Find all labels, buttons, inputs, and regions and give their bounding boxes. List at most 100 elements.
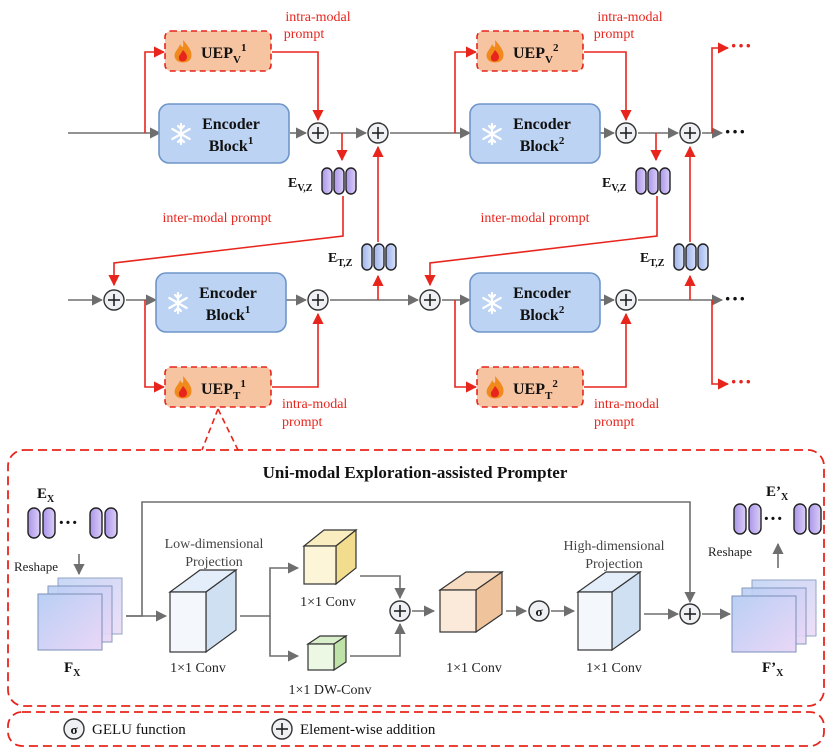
- sigma-glyph: σ: [70, 722, 77, 737]
- sigma-glyph: σ: [535, 604, 542, 619]
- add-icon: [679, 603, 701, 625]
- conv-label: 1×1 Conv: [170, 661, 226, 676]
- uep-t1-box: UEPT1: [164, 366, 272, 408]
- token-sub: T,Z: [649, 258, 664, 269]
- legend-gelu-label: GELU function: [92, 722, 186, 738]
- fx-out-feature-map: [731, 579, 817, 653]
- token-label: E: [602, 176, 611, 191]
- uep-label: UEP: [201, 381, 233, 398]
- svg-text:Block1: Block1: [206, 304, 251, 324]
- add-icon: [367, 122, 389, 144]
- uep-label: UEP: [513, 381, 545, 398]
- fx-feature-map: [37, 577, 123, 651]
- token-label: E: [288, 176, 297, 191]
- intra-modal-label: prompt: [284, 27, 325, 42]
- red-ellipsis: ···: [730, 369, 752, 394]
- svg-text:UEPT1: UEPT1: [201, 378, 246, 402]
- svg-text:Encoder: Encoder: [513, 285, 571, 302]
- svg-text:UEPV1: UEPV1: [201, 42, 246, 66]
- legend-add: Element-wise addition: [271, 718, 436, 740]
- encoder-label: Block: [206, 307, 245, 324]
- token-ellipsis: ···: [763, 508, 783, 530]
- legend-add-label: Element-wise addition: [300, 722, 436, 738]
- gelu-icon: [63, 718, 85, 740]
- inter-modal-label: inter-modal prompt: [163, 211, 272, 226]
- svg-text:F’X: F’X: [762, 660, 784, 679]
- svg-text:Encoder: Encoder: [513, 116, 571, 133]
- token-ellipsis: ···: [58, 512, 78, 534]
- add-icon: [615, 289, 637, 311]
- visual-branch: Encoder Block1 Encoder Block2 UEPV1 UEPV…: [68, 10, 752, 164]
- uep-sub: T: [233, 390, 241, 402]
- svg-text:ET,Z: ET,Z: [328, 251, 353, 269]
- ex-sub: X: [47, 494, 55, 505]
- add-icon: [389, 600, 411, 622]
- gelu-icon: σ: [528, 600, 550, 622]
- svg-text:E’X: E’X: [766, 484, 789, 503]
- svg-text:ET,Z: ET,Z: [640, 251, 665, 269]
- conv-label: 1×1 Conv: [586, 661, 642, 676]
- dw-conv-label: 1×1 DW-Conv: [289, 683, 372, 698]
- uep-label: UEP: [201, 45, 233, 62]
- intra-modal-label: intra-modal: [594, 397, 659, 412]
- conv-cube-yellow: [302, 528, 358, 586]
- reshape-label: Reshape: [14, 559, 58, 574]
- uep-sub: V: [545, 54, 553, 66]
- token-label: E: [640, 251, 649, 266]
- add-icon: [615, 122, 637, 144]
- fx-out-label: F’: [762, 660, 776, 676]
- low-dim-cube: [168, 568, 238, 654]
- encoder-label: Block: [520, 138, 559, 155]
- uep-sub: V: [233, 54, 241, 66]
- svg-text:Encoder: Encoder: [199, 285, 257, 302]
- reshape-label: Reshape: [708, 544, 752, 559]
- legend: σ GELU function Element-wise addition: [7, 711, 825, 747]
- intra-modal-label: intra-modal: [597, 10, 662, 25]
- intra-modal-label: prompt: [282, 415, 323, 430]
- add-icon: [271, 718, 293, 740]
- uep-sup: 1: [241, 42, 247, 54]
- low-dim-label: Projection: [185, 555, 243, 570]
- add-icon: [103, 289, 125, 311]
- svg-text:EX: EX: [37, 486, 55, 505]
- encoder-label: Encoder: [199, 285, 257, 302]
- encoder-block-v1: Encoder Block1: [158, 103, 290, 164]
- svg-text:Block2: Block2: [520, 135, 565, 155]
- ellipsis: ···: [724, 119, 746, 144]
- encoder-label: Encoder: [513, 116, 571, 133]
- detail-title: Uni-modal Exploration-assisted Prompter: [263, 463, 568, 482]
- intra-modal-label: intra-modal: [282, 397, 347, 412]
- high-dim-label: High-dimensional: [563, 539, 664, 554]
- svg-text:Encoder: Encoder: [202, 116, 260, 133]
- encoder-label: Encoder: [513, 285, 571, 302]
- uep-sub: T: [545, 390, 553, 402]
- encoder-block-t1: Encoder Block1: [155, 272, 287, 333]
- svg-text:Block2: Block2: [520, 304, 565, 324]
- svg-text:FX: FX: [64, 660, 81, 679]
- e-tz-tokens-2: ET,Z: [640, 243, 709, 271]
- fx-sub: X: [73, 668, 81, 679]
- svg-text:EV,Z: EV,Z: [602, 176, 627, 194]
- intra-modal-label: prompt: [594, 27, 635, 42]
- uep-sup: 2: [552, 378, 558, 390]
- legend-gelu: σ GELU function: [63, 718, 186, 740]
- ex-label: E: [37, 486, 47, 502]
- token-sub: T,Z: [337, 258, 352, 269]
- uep-v2-box: UEPV2: [476, 30, 584, 72]
- token-sub: V,Z: [611, 183, 626, 194]
- encoder-label: Block: [520, 307, 559, 324]
- uep-t2-box: UEPT2: [476, 366, 584, 408]
- svg-text:Block1: Block1: [209, 135, 254, 155]
- red-ellipsis: ···: [730, 33, 752, 58]
- add-icon: [419, 289, 441, 311]
- inter-modal-label: inter-modal prompt: [481, 211, 590, 226]
- e-tz-tokens-1: ET,Z: [328, 243, 397, 271]
- high-dim-cube: [576, 570, 642, 652]
- svg-text:EV,Z: EV,Z: [288, 176, 313, 194]
- conv-label: 1×1 Conv: [446, 661, 502, 676]
- fx-out-sub: X: [776, 668, 784, 679]
- encoder-sup: 1: [245, 304, 251, 316]
- add-icon: [307, 289, 329, 311]
- encoder-block-v2: Encoder Block2: [469, 103, 601, 164]
